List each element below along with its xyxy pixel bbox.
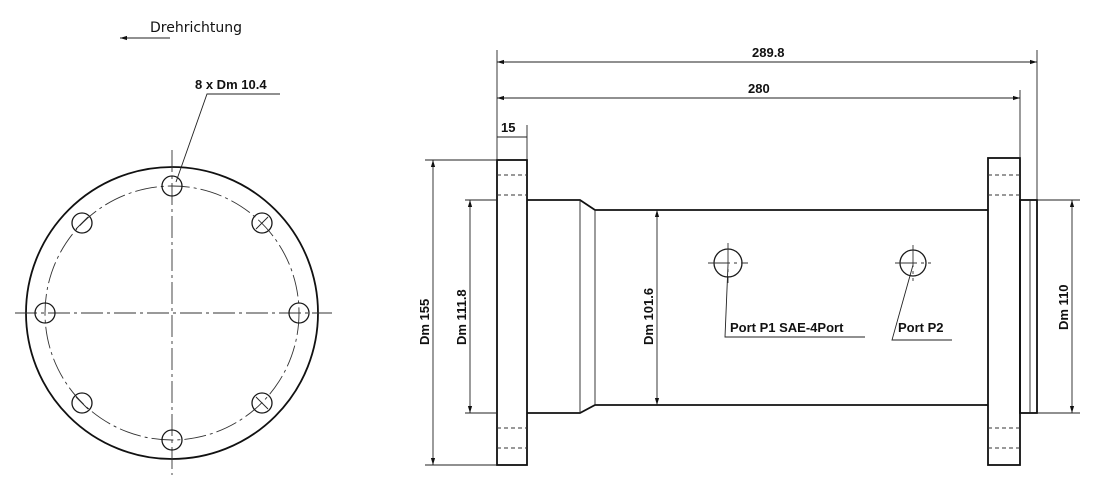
bolt-holes <box>34 175 310 451</box>
shaft <box>1019 199 1038 414</box>
bolt-hole <box>288 302 310 324</box>
collar-top <box>527 199 985 211</box>
port-p2-label: Port P2 <box>898 320 944 335</box>
bolt-hole <box>161 429 183 451</box>
port-p1-leader <box>724 264 865 338</box>
bolt-hole <box>71 392 93 414</box>
flange-diameter-dimension: Dm 155 <box>417 299 432 345</box>
flange-width-dimension: 15 <box>501 120 515 135</box>
bolt-hole <box>161 175 183 197</box>
bolt-hole <box>251 212 273 234</box>
side-view: 289.8 280 15 Dm 155 Dm 111.8 Dm 101.6 Dm… <box>417 45 1080 466</box>
collar-bottom <box>527 404 985 414</box>
flange-to-flange-dimension: 280 <box>748 81 770 96</box>
left-flange <box>496 159 528 466</box>
shaft-diameter-dimension: Dm 110 <box>1056 284 1071 330</box>
front-view: Drehrichtung 8 x Dm 10.4 <box>15 20 332 475</box>
collar-diameter-dimension: Dm 111.8 <box>454 289 469 345</box>
bolt-hole <box>251 392 273 414</box>
port-p2-leader <box>891 264 952 341</box>
port-p1-label: Port P1 SAE-4Port <box>730 320 844 335</box>
bolt-hole <box>34 302 56 324</box>
hole-callout-leader <box>175 93 280 183</box>
rotation-direction-label: Drehrichtung <box>150 20 242 36</box>
overall-length-dimension: 289.8 <box>752 45 785 60</box>
hole-callout: 8 x Dm 10.4 <box>195 77 267 92</box>
bolt-hole <box>71 212 93 234</box>
body-diameter-dimension: Dm 101.6 <box>641 288 656 345</box>
right-flange <box>987 157 1021 466</box>
